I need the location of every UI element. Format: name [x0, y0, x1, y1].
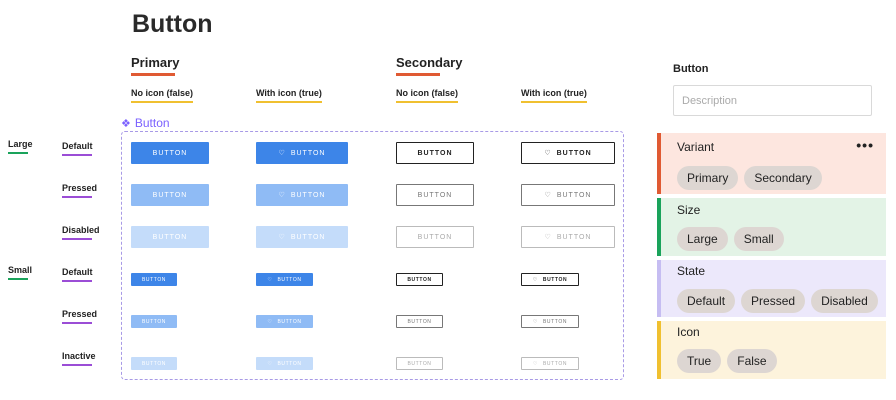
- more-horizontal-icon[interactable]: •••: [856, 137, 874, 153]
- component-diamond-icon: ❖: [121, 117, 131, 130]
- button-primary-large-pressed-icon[interactable]: ♡BUTTON: [256, 184, 348, 206]
- property-name-size: Size: [677, 203, 701, 217]
- heart-icon: ♡: [267, 360, 273, 367]
- component-set-name: Button: [134, 116, 170, 130]
- description-input[interactable]: Description: [673, 85, 872, 116]
- heart-icon: ♡: [267, 318, 273, 325]
- state-label-large-default: Default: [62, 141, 93, 156]
- pill-icon-false[interactable]: False: [727, 349, 777, 373]
- heart-icon: ♡: [544, 150, 552, 157]
- heart-icon: ♡: [532, 360, 538, 367]
- button-secondary-large-pressed-icon[interactable]: ♡BUTTON: [521, 184, 615, 206]
- button-secondary-small-inactive-icon[interactable]: ♡BUTTON: [521, 357, 579, 370]
- button-secondary-small-default[interactable]: BUTTON: [396, 273, 443, 286]
- button-primary-large-pressed[interactable]: BUTTON: [131, 184, 209, 206]
- property-state[interactable]: State Default Pressed Disabled: [657, 260, 886, 317]
- subheader-secondary-no-icon: No icon (false): [396, 88, 458, 103]
- state-label-large-pressed: Pressed: [62, 183, 97, 198]
- pill-state-disabled[interactable]: Disabled: [811, 289, 878, 313]
- pill-variant-secondary[interactable]: Secondary: [744, 166, 822, 190]
- heart-icon: ♡: [278, 192, 286, 199]
- state-label-small-inactive: Inactive: [62, 351, 96, 366]
- button-primary-small-pressed[interactable]: BUTTON: [131, 315, 177, 328]
- button-primary-large-disabled-icon[interactable]: ♡BUTTON: [256, 226, 348, 248]
- property-name-variant: Variant: [677, 140, 715, 154]
- state-label-small-default: Default: [62, 267, 93, 282]
- button-secondary-small-default-icon[interactable]: ♡BUTTON: [521, 273, 579, 286]
- heart-icon: ♡: [278, 234, 286, 241]
- button-secondary-large-default-icon[interactable]: ♡BUTTON: [521, 142, 615, 164]
- button-primary-small-pressed-icon[interactable]: ♡BUTTON: [256, 315, 313, 328]
- state-label-small-pressed: Pressed: [62, 309, 97, 324]
- pill-state-default[interactable]: Default: [677, 289, 736, 313]
- button-primary-small-default[interactable]: BUTTON: [131, 273, 177, 286]
- heart-icon: ♡: [532, 318, 538, 325]
- property-name-icon: Icon: [677, 325, 700, 339]
- button-secondary-large-disabled[interactable]: BUTTON: [396, 226, 474, 248]
- component-set-frame[interactable]: [121, 131, 624, 380]
- pill-variant-primary[interactable]: Primary: [677, 166, 739, 190]
- property-name-state: State: [677, 264, 706, 278]
- component-set-label[interactable]: ❖ Button: [121, 116, 170, 130]
- button-primary-large-default-icon[interactable]: ♡BUTTON: [256, 142, 348, 164]
- button-secondary-small-pressed-icon[interactable]: ♡BUTTON: [521, 315, 579, 328]
- heart-icon: ♡: [267, 276, 273, 283]
- button-secondary-small-inactive[interactable]: BUTTON: [396, 357, 443, 370]
- subheader-primary-with-icon: With icon (true): [256, 88, 322, 103]
- button-primary-small-default-icon[interactable]: ♡BUTTON: [256, 273, 313, 286]
- pill-icon-true[interactable]: True: [677, 349, 722, 373]
- button-primary-small-inactive-icon[interactable]: ♡BUTTON: [256, 357, 313, 370]
- size-label-large: Large: [8, 139, 33, 154]
- heart-icon: ♡: [532, 276, 538, 283]
- size-label-small: Small: [8, 265, 32, 280]
- subheader-secondary-with-icon: With icon (true): [521, 88, 587, 103]
- button-primary-small-inactive[interactable]: BUTTON: [131, 357, 177, 370]
- state-label-large-disabled: Disabled: [62, 225, 100, 240]
- heart-icon: ♡: [544, 234, 552, 241]
- column-header-primary: Primary: [131, 55, 179, 76]
- column-header-secondary: Secondary: [396, 55, 462, 76]
- button-secondary-large-pressed[interactable]: BUTTON: [396, 184, 474, 206]
- heart-icon: ♡: [544, 192, 552, 199]
- page-title: Button: [132, 10, 213, 38]
- pill-state-pressed[interactable]: Pressed: [741, 289, 806, 313]
- property-icon[interactable]: Icon True False: [657, 321, 886, 379]
- pill-size-small[interactable]: Small: [733, 227, 784, 251]
- button-secondary-small-pressed[interactable]: BUTTON: [396, 315, 443, 328]
- button-primary-large-disabled[interactable]: BUTTON: [131, 226, 209, 248]
- subheader-primary-no-icon: No icon (false): [131, 88, 193, 103]
- button-primary-large-default[interactable]: BUTTON: [131, 142, 209, 164]
- property-size[interactable]: Size Large Small: [657, 198, 886, 256]
- button-secondary-large-disabled-icon[interactable]: ♡BUTTON: [521, 226, 615, 248]
- button-secondary-large-default[interactable]: BUTTON: [396, 142, 474, 164]
- pill-size-large[interactable]: Large: [677, 227, 728, 251]
- heart-icon: ♡: [278, 150, 286, 157]
- panel-title: Button: [673, 63, 709, 75]
- property-variant[interactable]: Variant ••• Primary Secondary: [657, 133, 886, 194]
